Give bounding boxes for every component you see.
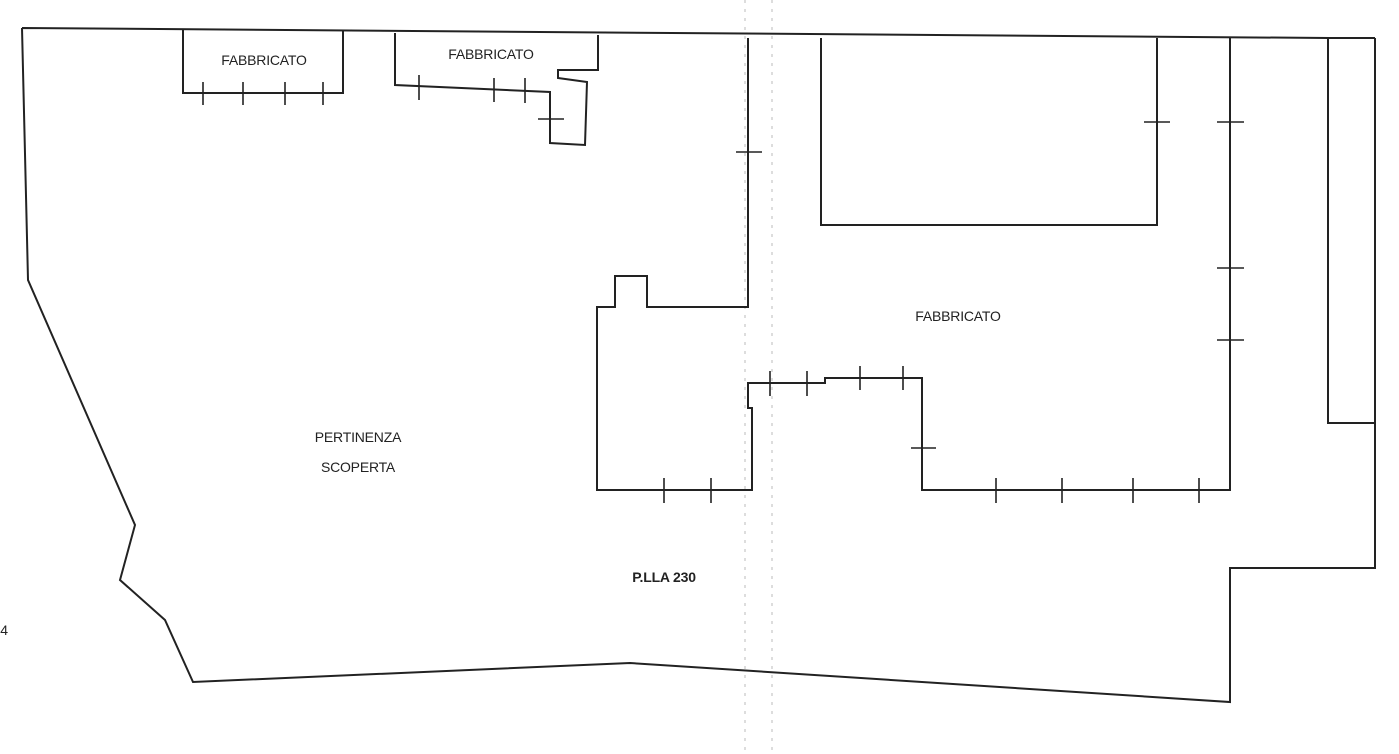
building-2-label: FABBRICATO — [448, 46, 534, 62]
building-3-ticks — [663, 121, 1244, 503]
courtyard-outline — [820, 38, 1158, 226]
open-area-label-line2: SCOPERTA — [320, 459, 396, 475]
building-3-label: FABBRICATO — [915, 308, 1001, 324]
building-2-ticks — [418, 75, 564, 120]
parcel-boundary — [21, 27, 1376, 704]
building-1-ticks — [202, 82, 324, 105]
building-1-outline — [182, 30, 344, 94]
building-1-label: FABBRICATO — [221, 52, 307, 68]
parcel-label: P.LLA 230 — [632, 569, 696, 585]
margin-number: 4 — [0, 622, 8, 638]
open-area-label-line1: PERTINENZA — [314, 429, 402, 445]
building-2-outline — [394, 33, 599, 147]
building-3-outline — [596, 38, 1231, 491]
